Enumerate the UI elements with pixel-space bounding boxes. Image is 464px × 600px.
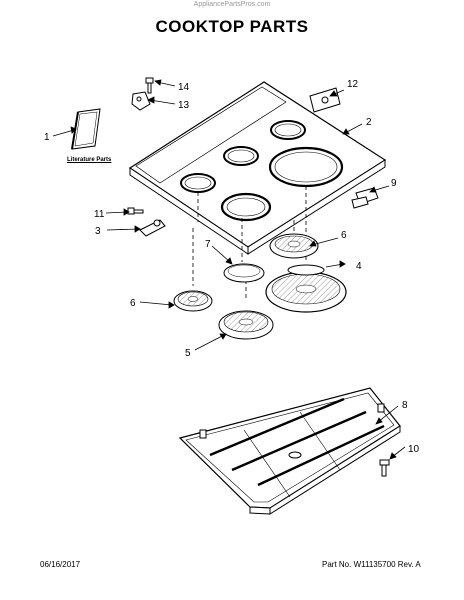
callout-labels: 14 13 12 1 2 9 11 3 6 7 4 6 5 8 10	[44, 79, 420, 455]
screw-part-11	[127, 207, 144, 215]
surface-element-part-6-upper	[269, 233, 319, 259]
surface-element-part-6-lower	[173, 290, 213, 312]
callout-11: 11	[94, 209, 105, 220]
screw-part-14	[145, 77, 154, 94]
watermark: AppliancePartsPros.com	[193, 1, 271, 8]
callout-3: 3	[95, 226, 101, 237]
bracket-part-13	[131, 91, 151, 111]
footer-part-number: Part No. W11135700 Rev. A	[322, 560, 421, 569]
callout-5: 5	[185, 348, 191, 359]
callout-4: 4	[356, 261, 362, 272]
callout-7: 7	[205, 239, 211, 250]
callout-1: 1	[44, 132, 50, 143]
callout-6-upper: 6	[341, 230, 347, 241]
sensor-part-3	[139, 219, 166, 237]
callout-10: 10	[408, 444, 420, 455]
hinge-bracket-part-12	[309, 87, 341, 113]
screw-part-10	[379, 459, 390, 477]
callout-9: 9	[391, 178, 397, 189]
literature-parts-label: Literature Parts	[67, 157, 112, 163]
callout-leaders	[52, 79, 406, 460]
element-part-7	[223, 263, 265, 283]
callout-8: 8	[402, 400, 408, 411]
callout-6-lower: 6	[130, 298, 136, 309]
cooktop-glass-part-2	[128, 81, 387, 255]
callout-12: 12	[347, 79, 359, 90]
surface-element-part-5	[218, 310, 274, 340]
callout-13: 13	[178, 100, 190, 111]
callout-14: 14	[178, 82, 190, 93]
callout-2: 2	[366, 117, 372, 128]
burner-box-part-8	[178, 387, 401, 515]
footer-date: 06/16/2017	[40, 560, 81, 569]
page-title: COOKTOP PARTS	[155, 17, 309, 36]
surface-element-part-4	[265, 264, 347, 313]
